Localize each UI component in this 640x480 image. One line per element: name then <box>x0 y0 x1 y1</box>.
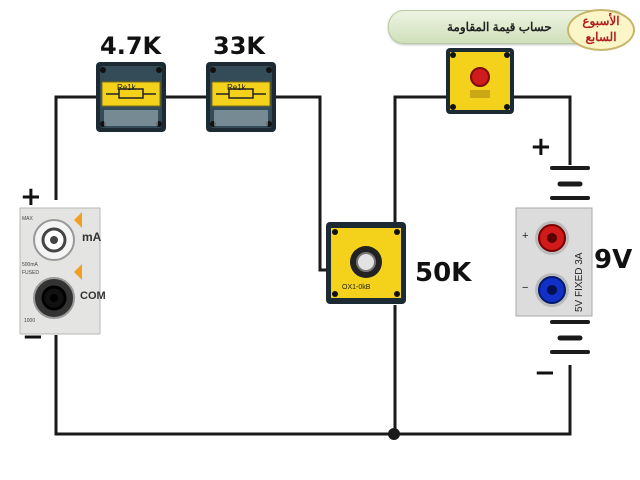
psu-minus-label: − <box>522 282 529 294</box>
week-line-1: الأسبوع <box>582 14 620 28</box>
banner-title: حساب قيمة المقاومة <box>447 20 552 34</box>
psu-rating-label: 5V FIXED 3A <box>574 252 585 312</box>
ammeter-side-text-4: 1000 <box>24 318 36 324</box>
battery-symbol-bottom <box>550 320 590 354</box>
resistor-1-chip-text: Re1k <box>117 83 136 92</box>
ammeter-minus-sign: − <box>22 322 44 352</box>
battery-minus-sign: − <box>534 358 556 388</box>
ma-label: mA <box>82 230 102 244</box>
ammeter-side-text-3: FUSED <box>22 270 39 276</box>
resistor-module-1 <box>96 62 166 132</box>
week-badge: الأسبوع السابع <box>567 9 635 51</box>
wire-top-left <box>54 95 96 200</box>
battery-plus-sign: + <box>530 132 552 162</box>
circuit-wires <box>54 95 572 436</box>
lesson-banner: حساب قيمة المقاومة الأسبوع السابع <box>388 9 635 51</box>
power-supply-panel <box>515 207 593 317</box>
week-line-2: السابع <box>585 30 617 44</box>
wire-to-potentiometer <box>276 95 330 272</box>
ammeter-panel <box>19 207 101 335</box>
resistor-1-value: 4.7K <box>100 32 162 60</box>
com-label: COM <box>80 290 106 302</box>
switch-module <box>446 48 514 114</box>
psu-plus-label: + <box>522 230 529 242</box>
psu-voltage: 9V <box>594 245 633 275</box>
wire-switch-to-battery <box>512 95 572 165</box>
ammeter-side-text-2: 500mA <box>22 262 38 268</box>
resistor-module-2 <box>206 62 276 132</box>
junction-node <box>388 428 400 440</box>
potentiometer-chip-text: OX1-0kB <box>342 284 371 291</box>
resistor-2-value: 33K <box>213 32 265 60</box>
wire-pot-up-to-switch <box>393 95 448 222</box>
resistor-2-chip-text: Re1k <box>227 83 246 92</box>
ammeter-side-text-1: MAX <box>22 216 33 222</box>
potentiometer-knob <box>356 252 376 272</box>
ammeter-plus-sign: + <box>20 182 42 212</box>
potentiometer-value: 50K <box>415 258 472 288</box>
push-button <box>470 67 490 87</box>
wire-bottom <box>54 335 572 436</box>
potentiometer-module <box>326 222 406 304</box>
battery-symbol-top <box>550 166 590 200</box>
